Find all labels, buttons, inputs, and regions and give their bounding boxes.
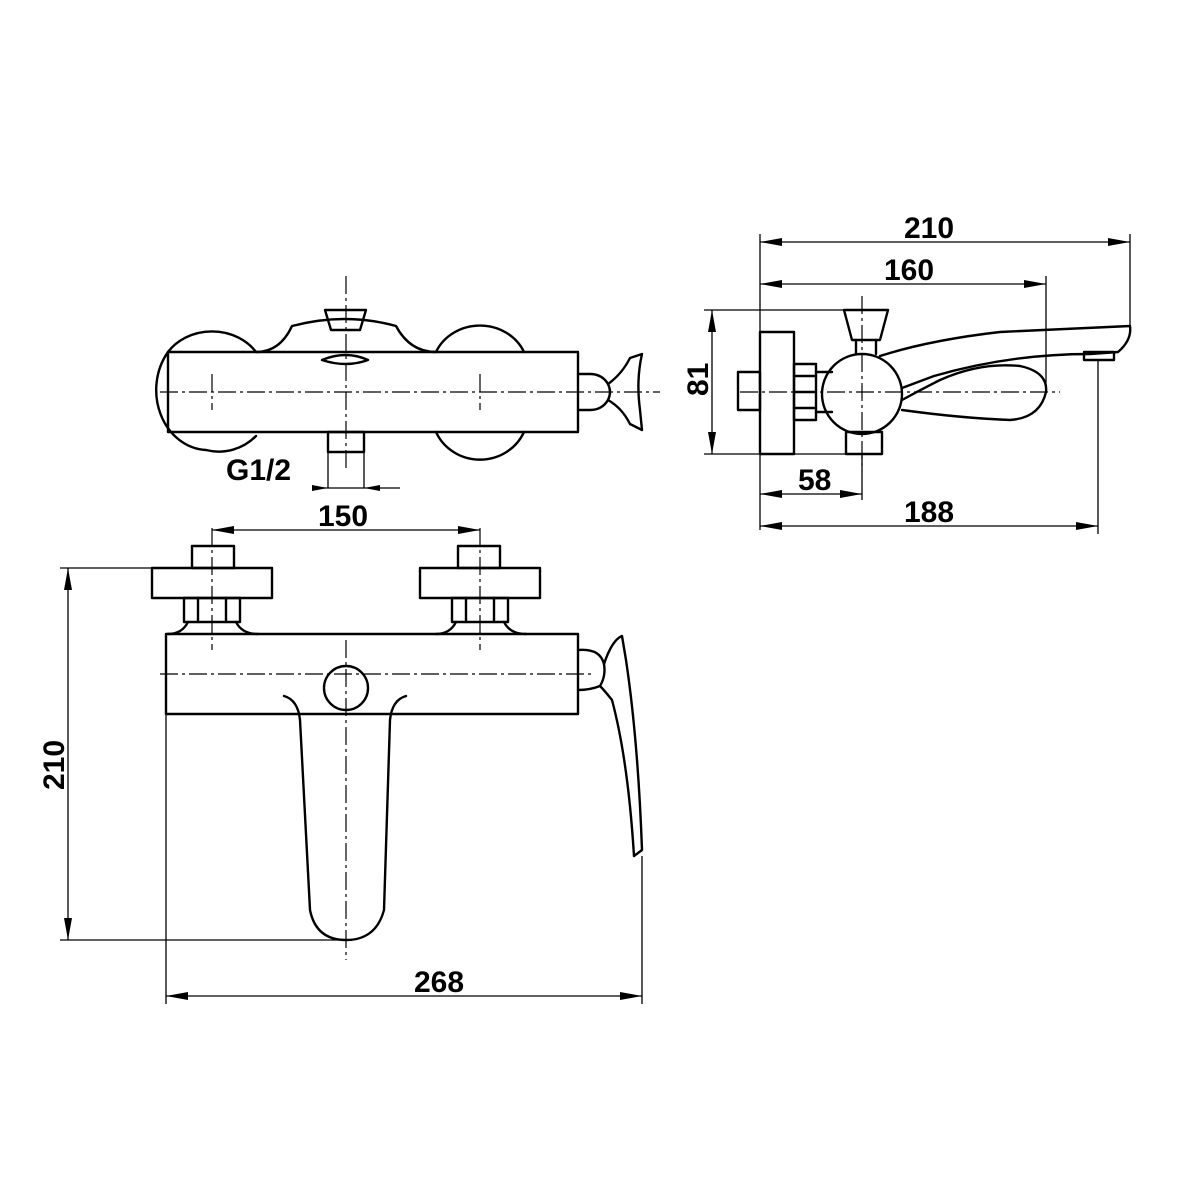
dim-width: 268 — [165, 714, 643, 1004]
top-view: G1/2 — [155, 276, 660, 491]
dim-projection-label: 188 — [904, 496, 954, 529]
top-view-centerlines — [160, 276, 660, 470]
front-view-centerlines — [160, 528, 592, 960]
dim-inlet-label: 58 — [798, 464, 831, 497]
dim-overall-label: 210 — [904, 212, 954, 245]
dim-projection: 188 — [760, 360, 1099, 534]
dim-thread-label: G1/2 — [226, 454, 291, 487]
side-view-outline — [736, 308, 1132, 456]
dim-spout: 160 — [760, 254, 1047, 392]
dim-overall: 210 — [759, 212, 1131, 332]
dim-front-height-label: 210 — [38, 740, 71, 790]
dim-centres: 150 — [212, 500, 480, 534]
dim-front-height: 210 — [38, 567, 346, 941]
dim-height-label: 81 — [682, 363, 715, 396]
dim-inlet: 58 — [759, 454, 863, 530]
dim-thread: G1/2 — [226, 452, 400, 491]
dim-width-label: 268 — [414, 966, 464, 999]
dim-centres-label: 150 — [318, 500, 368, 533]
top-view-outline — [155, 308, 644, 461]
front-view-outline — [150, 544, 644, 942]
side-view-centerlines — [740, 296, 1060, 470]
front-view: 150 210 268 — [38, 500, 644, 1004]
side-view: 210 160 81 58 — [682, 212, 1132, 534]
dim-spout-label: 160 — [884, 254, 934, 287]
dim-height: 81 — [682, 309, 846, 455]
